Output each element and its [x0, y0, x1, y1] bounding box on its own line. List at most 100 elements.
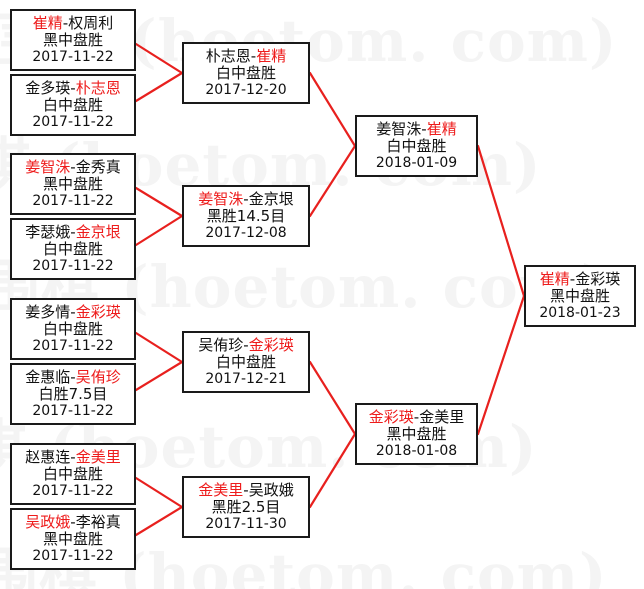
match-date: 2017-12-20: [205, 81, 287, 98]
match-date: 2018-01-23: [539, 304, 621, 321]
match-result: 黑胜2.5目: [211, 498, 281, 517]
vs-dash: -: [243, 336, 249, 355]
match-players: 崔精-金彩瑛: [540, 271, 620, 287]
match-players: 李瑟娥-金京垠: [25, 224, 120, 240]
loser-name: 金秀真: [75, 158, 121, 177]
match-players: 吴政娥-李裕真: [25, 514, 120, 530]
winner-name: 朴志恩: [75, 79, 121, 98]
match-result: 白中盘胜: [42, 96, 103, 115]
loser-name: 姜智洙: [376, 120, 422, 139]
match-result: 白中盘胜: [42, 465, 103, 484]
vs-dash: -: [70, 79, 76, 98]
match-players: 吴侑珍-金彩瑛: [198, 337, 293, 353]
match-date: 2017-11-22: [32, 257, 114, 274]
match-players: 赵惠连-金美里: [25, 449, 120, 465]
match-box-final[interactable]: 崔精-金彩瑛 黑中盘胜 2018-01-23: [524, 265, 636, 327]
match-date: 2017-12-21: [205, 370, 287, 387]
match-date: 2017-11-22: [32, 402, 114, 419]
vs-dash: -: [243, 190, 249, 209]
vs-dash: -: [70, 158, 76, 177]
match-result: 白胜7.5目: [38, 385, 108, 404]
match-players: 金彩瑛-金美里: [369, 409, 464, 425]
match-players: 朴志恩-崔精: [206, 48, 286, 64]
winner-name: 金美里: [198, 481, 244, 500]
match-date: 2017-11-22: [32, 337, 114, 354]
match-result: 黑中盘胜: [42, 175, 103, 194]
match-players: 姜多情-金彩瑛: [25, 304, 120, 320]
match-box[interactable]: 姜智洙-金秀真 黑中盘胜 2017-11-22: [10, 153, 136, 215]
match-box[interactable]: 金美里-吴政娥 黑胜2.5目 2017-11-30: [182, 476, 310, 538]
match-box[interactable]: 金彩瑛-金美里 黑中盘胜 2018-01-08: [355, 403, 478, 465]
match-date: 2017-11-22: [32, 113, 114, 130]
winner-name: 姜智洙: [198, 190, 244, 209]
loser-name: 李瑟娥: [25, 223, 71, 242]
winner-name: 姜智洙: [25, 158, 71, 177]
winner-name: 金彩瑛: [368, 408, 414, 427]
match-date: 2017-11-30: [205, 515, 287, 532]
match-box[interactable]: 姜智洙-崔精 白中盘胜 2018-01-09: [355, 115, 478, 177]
loser-name: 金美里: [419, 408, 465, 427]
loser-name: 金多瑛: [25, 79, 71, 98]
match-players: 姜智洙-金秀真: [25, 159, 120, 175]
vs-dash: -: [569, 270, 576, 289]
loser-name: 金京垠: [248, 190, 294, 209]
loser-name: 姜多情: [25, 303, 71, 322]
match-date: 2018-01-08: [375, 442, 458, 459]
winner-name: 金美里: [75, 448, 121, 467]
match-result: 白中盘胜: [386, 137, 447, 156]
winner-name: 金京垠: [75, 223, 121, 242]
match-date: 2017-12-08: [205, 224, 287, 241]
match-box[interactable]: 吴政娥-李裕真 黑中盘胜 2017-11-22: [10, 508, 136, 570]
match-date: 2017-11-22: [32, 48, 114, 65]
match-box[interactable]: 金多瑛-朴志恩 白中盘胜 2017-11-22: [10, 74, 136, 136]
match-players: 金美里-吴政娥: [198, 482, 293, 498]
winner-name: 吴政娥: [25, 513, 71, 532]
match-date: 2018-01-09: [375, 154, 458, 171]
match-result: 白中盘胜: [215, 353, 276, 372]
match-result: 白中盘胜: [215, 64, 276, 83]
vs-dash: -: [243, 481, 249, 500]
match-players: 金惠临-吴侑珍: [25, 369, 120, 385]
match-result: 黑胜14.5目: [206, 207, 286, 226]
loser-name: 吴侑珍: [198, 336, 244, 355]
match-box[interactable]: 崔精-权周利 黑中盘胜 2017-11-22: [10, 9, 136, 71]
winner-name: 金彩瑛: [75, 303, 121, 322]
loser-name: 权周利: [68, 14, 114, 33]
loser-name: 金惠临: [25, 368, 71, 387]
match-players: 姜智洙-金京垠: [198, 191, 293, 207]
vs-dash: -: [70, 448, 76, 467]
match-result: 黑中盘胜: [42, 530, 103, 549]
match-date: 2017-11-22: [32, 482, 114, 499]
match-players: 姜智洙-崔精: [376, 121, 456, 137]
match-result: 黑中盘胜: [386, 425, 447, 444]
match-box[interactable]: 赵惠连-金美里 白中盘胜 2017-11-22: [10, 443, 136, 505]
vs-dash: -: [70, 303, 76, 322]
match-date: 2017-11-22: [32, 547, 114, 564]
match-box[interactable]: 金惠临-吴侑珍 白胜7.5目 2017-11-22: [10, 363, 136, 425]
match-players: 崔精-权周利: [33, 15, 113, 31]
vs-dash: -: [250, 47, 257, 66]
match-players: 金多瑛-朴志恩: [25, 80, 120, 96]
match-result: 黑中盘胜: [42, 31, 103, 50]
match-box[interactable]: 李瑟娥-金京垠 白中盘胜 2017-11-22: [10, 218, 136, 280]
winner-name: 金彩瑛: [248, 336, 294, 355]
match-result: 黑中盘胜: [549, 287, 610, 306]
match-box[interactable]: 姜智洙-金京垠 黑胜14.5目 2017-12-08: [182, 185, 310, 247]
vs-dash: -: [70, 368, 76, 387]
winner-name: 吴侑珍: [75, 368, 121, 387]
match-box[interactable]: 姜多情-金彩瑛 白中盘胜 2017-11-22: [10, 298, 136, 360]
loser-name: 朴志恩: [205, 47, 251, 66]
match-box[interactable]: 朴志恩-崔精 白中盘胜 2017-12-20: [182, 42, 310, 104]
winner-name: 崔精: [32, 14, 63, 33]
winner-name: 崔精: [256, 47, 287, 66]
match-result: 白中盘胜: [42, 240, 103, 259]
match-date: 2017-11-22: [32, 192, 114, 209]
winner-name: 崔精: [426, 120, 457, 139]
vs-dash: -: [62, 14, 69, 33]
loser-name: 金彩瑛: [575, 270, 621, 289]
vs-dash: -: [413, 408, 420, 427]
match-result: 白中盘胜: [42, 320, 103, 339]
match-box[interactable]: 吴侑珍-金彩瑛 白中盘胜 2017-12-21: [182, 331, 310, 393]
